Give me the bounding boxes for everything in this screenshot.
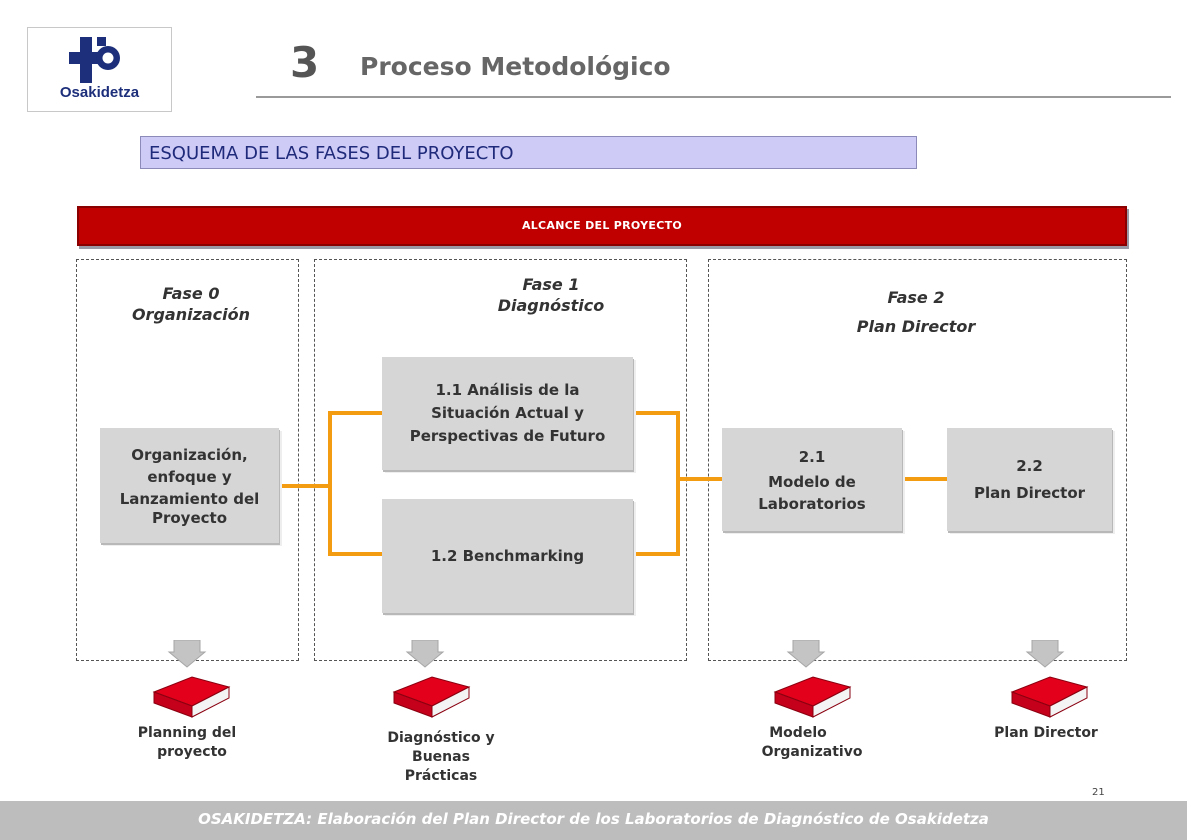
osakidetza-emblem-icon: [69, 37, 120, 83]
scope-banner: ALCANCE DEL PROYECTO: [77, 206, 1127, 246]
connector-org-fork: [279, 484, 330, 488]
phase-0-name: Organización: [131, 305, 251, 324]
phase-2-title: Fase 2 Plan Director: [816, 283, 1016, 341]
phase-2-name: Plan Director: [856, 317, 976, 336]
section-number: 3: [290, 38, 320, 87]
connector-to-2-1: [676, 477, 722, 481]
footer-caption: OSAKIDETZA: Elaboración del Plan Directo…: [0, 801, 1187, 840]
connector-to-1-2: [328, 552, 382, 556]
step-2-1-line: 2.1: [798, 448, 826, 466]
step-2-1-line: Laboratorios: [758, 495, 866, 513]
deliverable-line: Prácticas: [404, 768, 478, 784]
deliverable-line: Organizativo: [761, 744, 863, 760]
down-arrow-icon: [405, 640, 445, 668]
deliverable-line: Planning del: [137, 725, 237, 741]
phase-1-label: Fase 1: [522, 275, 580, 294]
title-divider: [256, 96, 1171, 98]
page-title: Proceso Metodológico: [360, 52, 671, 81]
phase-2-label: Fase 2: [887, 288, 945, 307]
step-organizacion-line: Lanzamiento del: [119, 490, 260, 508]
phase-1-name: Diagnóstico: [497, 296, 605, 315]
deliverable-line: Modelo: [769, 725, 827, 741]
book-icon: [1010, 676, 1089, 718]
deliverable-planning: Planning del proyecto: [117, 724, 257, 762]
connector-join-vertical: [676, 411, 680, 556]
connector-from-1-1: [633, 411, 678, 415]
phase-1-title: Fase 1 Diagnóstico: [451, 274, 651, 316]
book-icon: [392, 676, 471, 718]
deliverable-line: Buenas: [412, 749, 470, 765]
osakidetza-logo: Osakidetza: [27, 27, 172, 112]
connector-2-1-to-2-2: [902, 477, 947, 481]
phase-1-panel: [314, 259, 687, 661]
step-organizacion: Organización, enfoque y Lanzamiento del …: [100, 428, 279, 543]
connector-from-1-2: [633, 552, 678, 556]
down-arrow-icon: [786, 640, 826, 668]
down-arrow-icon: [1025, 640, 1065, 668]
deliverable-line: Diagnóstico y: [387, 730, 495, 746]
step-2-2-plan-director: 2.2 Plan Director: [947, 428, 1112, 531]
book-icon: [773, 676, 852, 718]
step-1-2-benchmarking: 1.2 Benchmarking: [382, 499, 633, 613]
book-icon: [152, 676, 231, 718]
step-2-2-line: 2.2: [1016, 456, 1043, 475]
step-1-1-analisis: 1.1 Análisis de la Situación Actual y Pe…: [382, 357, 633, 470]
connector-to-1-1: [328, 411, 382, 415]
step-1-2-line: 1.2 Benchmarking: [430, 547, 585, 565]
logo-wordmark: Osakidetza: [59, 84, 140, 101]
phase-0-label: Fase 0: [162, 284, 220, 303]
phase-2-panel: [708, 259, 1127, 661]
down-arrow-icon: [167, 640, 207, 668]
deliverable-plan-director: Plan Director: [976, 724, 1116, 743]
scheme-heading: ESQUEMA DE LAS FASES DEL PROYECTO: [140, 136, 917, 169]
step-1-1-line: Perspectivas de Futuro: [409, 427, 606, 445]
step-organizacion-line: Proyecto: [151, 509, 227, 527]
page-number: 21: [1092, 787, 1105, 798]
deliverable-modelo: Modelo Organizativo: [742, 724, 882, 762]
step-2-1-line: Modelo de: [768, 473, 856, 491]
step-1-1-line: 1.1 Análisis de la: [435, 381, 580, 399]
step-organizacion-line: enfoque y: [147, 468, 232, 486]
phase-0-title: Fase 0 Organización: [76, 283, 306, 325]
deliverable-diagnostico: Diagnóstico y Buenas Prácticas: [366, 729, 516, 786]
step-2-2-line: Plan Director: [973, 483, 1086, 502]
deliverable-line: Plan Director: [994, 725, 1098, 741]
step-2-1-modelo: 2.1 Modelo de Laboratorios: [722, 428, 902, 531]
deliverable-line: proyecto: [157, 744, 227, 760]
step-organizacion-line: Organización,: [131, 446, 248, 464]
connector-fork-vertical: [328, 411, 332, 556]
step-1-1-line: Situación Actual y: [431, 404, 584, 422]
